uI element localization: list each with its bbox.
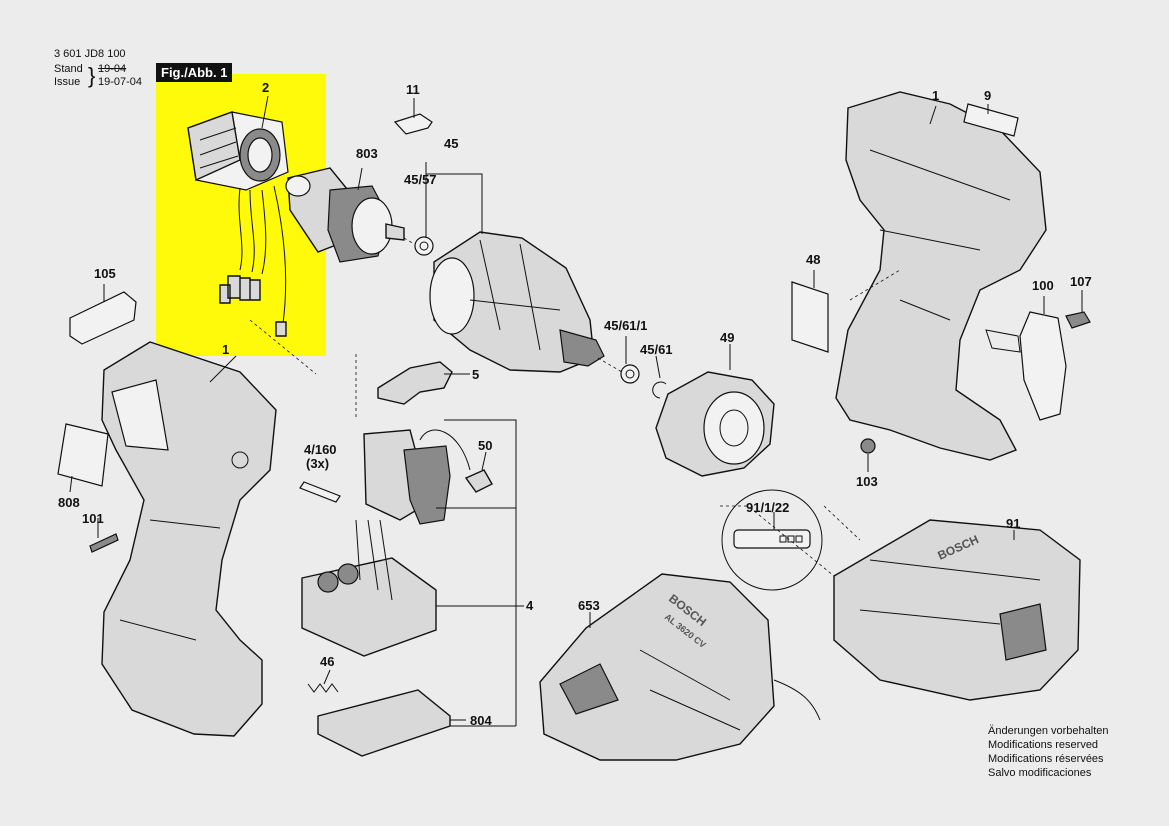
revision-brace: } <box>88 63 96 88</box>
callout-5: 5 <box>472 367 479 382</box>
callouts: 2 11 45 803 45/57 1 9 105 48 107 100 45/… <box>58 80 1092 728</box>
part-4-160-pin <box>299 481 341 503</box>
callout-3x: (3x) <box>306 456 329 471</box>
issue-label: Issue <box>54 76 81 88</box>
callout-2: 2 <box>262 80 269 95</box>
note-es: Salvo modificaciones <box>988 767 1092 779</box>
callout-101: 101 <box>82 511 104 526</box>
assembly-dashed-lines <box>249 237 901 577</box>
part-101-screw <box>89 533 119 553</box>
part-45-61-retaining-ring <box>652 381 667 399</box>
part-804-board <box>317 689 451 757</box>
callout-46: 46 <box>320 654 334 669</box>
part-45-57-washer <box>414 236 434 256</box>
part-46-spring <box>307 683 339 693</box>
stand-label: Stand <box>54 63 83 75</box>
note-fr: Modifications réservées <box>988 753 1104 765</box>
note-en: Modifications reserved <box>988 739 1099 751</box>
callout-45: 45 <box>444 136 458 151</box>
callout-1-left: 1 <box>222 342 229 357</box>
callout-804: 804 <box>470 713 492 728</box>
note-de: Änderungen vorbehalten <box>988 725 1109 737</box>
document-number: 3 601 JD8 100 <box>54 48 126 60</box>
part-50-lever <box>464 469 493 493</box>
callout-45-57: 45/57 <box>404 172 437 187</box>
callout-653: 653 <box>578 598 600 613</box>
part-105-cover-plate <box>69 291 137 345</box>
leader-lines <box>69 95 1083 727</box>
stand-date: 19-04 <box>98 63 127 75</box>
part-11-clip <box>393 113 433 135</box>
callout-4: 4 <box>526 598 534 613</box>
part-91-battery: BOSCH <box>833 519 1081 701</box>
callout-50: 50 <box>478 438 492 453</box>
part-1-left-housing <box>101 341 277 737</box>
part-9-label <box>963 103 1019 137</box>
callout-107: 107 <box>1070 274 1092 289</box>
callout-803: 803 <box>356 146 378 161</box>
part-653-charger: BOSCH AL 3620 CV <box>539 573 821 761</box>
callout-45-61-1: 45/61/1 <box>604 318 647 333</box>
part-45-61-1-washer <box>620 364 640 384</box>
part-45-gear-housing <box>429 231 605 373</box>
callout-91: 91 <box>1006 516 1020 531</box>
callout-100: 100 <box>1032 278 1054 293</box>
part-91-1-22-detail <box>721 489 823 591</box>
part-808-label <box>57 423 109 487</box>
part-1-right-housing <box>835 91 1047 461</box>
part-103-nut <box>860 438 876 454</box>
part-4-switch-assembly <box>301 429 471 657</box>
callout-49: 49 <box>720 330 734 345</box>
part-48-plate <box>791 281 829 353</box>
part-107-screw <box>1065 311 1091 329</box>
figure-label: Fig./Abb. 1 <box>156 63 233 82</box>
callout-91-1-22: 91/1/22 <box>746 500 789 515</box>
part-100-belt-clip <box>1019 311 1067 421</box>
callout-1-right: 1 <box>932 88 939 103</box>
part-49-front-cap <box>655 371 775 477</box>
callout-9: 9 <box>984 88 991 103</box>
callout-11: 11 <box>406 82 420 97</box>
part-5-direction-slider <box>377 361 453 405</box>
callout-105: 105 <box>94 266 116 281</box>
callout-808: 808 <box>58 495 80 510</box>
callout-4-160: 4/160 <box>304 442 337 457</box>
issue-date: 19-07-04 <box>98 76 143 88</box>
part-2-field-coil <box>187 111 289 337</box>
part-803-armature <box>285 167 405 263</box>
callout-48: 48 <box>806 252 820 267</box>
callout-45-61: 45/61 <box>640 342 673 357</box>
callout-103: 103 <box>856 474 878 489</box>
